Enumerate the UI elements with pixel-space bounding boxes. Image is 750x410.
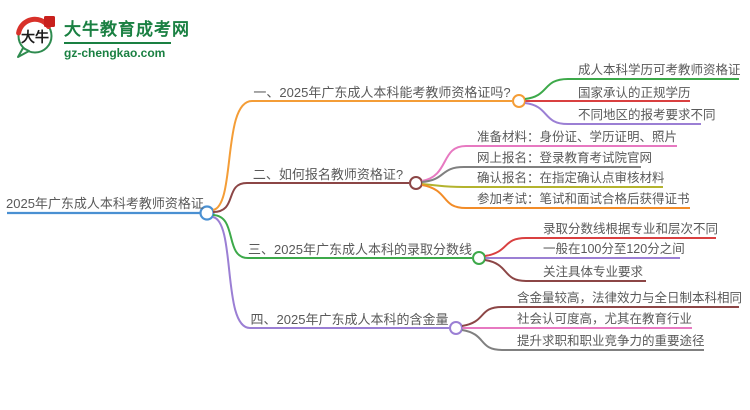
branch-2-child-2[interactable]: 网上报名：登录教育考试院官网 — [477, 151, 653, 165]
logo-seal-icon — [44, 16, 55, 27]
branch-1-child-1-line — [524, 78, 739, 100]
branch-1-child-1[interactable]: 成人本科学历可考教师资格证 — [578, 63, 741, 77]
brand-title: 大牛教育成考网 — [64, 20, 190, 39]
branch-1-child-3[interactable]: 不同地区的报考要求不同 — [578, 108, 716, 122]
root-topic[interactable]: 2025年广东成人本科考教师资格证 — [6, 196, 204, 211]
branch-2-child-3[interactable]: 确认报名：在指定确认点审核材料 — [477, 171, 665, 185]
branch-2-line — [212, 182, 409, 213]
branch-4-circle[interactable] — [449, 321, 463, 335]
branch-2-child-2-line — [421, 166, 641, 183]
brand-domain: gz-chengkao.com — [64, 46, 166, 60]
branch-3-child-2[interactable]: 一般在100分至120分之间 — [543, 242, 685, 256]
branch-4-child-3-line — [461, 329, 704, 351]
branch-3-circle[interactable] — [472, 251, 486, 265]
branch-1-circle[interactable] — [512, 94, 526, 108]
branch-2-circle[interactable] — [409, 176, 423, 190]
branch-1-child-2[interactable]: 国家承认的正规学历 — [578, 86, 691, 100]
site-logo[interactable]: 大牛 大牛教育成考网 gz-chengkao.com — [12, 10, 190, 61]
branch-3-child-1[interactable]: 录取分数线根据专业和层次不同 — [543, 222, 719, 236]
branch-4-child-3[interactable]: 提升求职和职业竞争力的重要途径 — [517, 334, 705, 348]
branch-3-title[interactable]: 三、2025年广东成人本科的录取分数线 — [248, 242, 472, 257]
branch-4-child-1-line — [461, 306, 739, 327]
branch-3-child-3[interactable]: 关注具体专业要求 — [543, 265, 644, 279]
brand-divider — [64, 42, 171, 44]
branch-2-child-1[interactable]: 准备材料：身份证、学历证明、照片 — [477, 130, 678, 144]
branch-3-line — [212, 214, 472, 259]
branch-2-child-3-line — [421, 183, 663, 188]
branch-2-child-4-line — [421, 184, 690, 209]
branch-4-child-2[interactable]: 社会认可度高，尤其在教育行业 — [517, 312, 693, 326]
branch-4-line — [212, 216, 449, 329]
branch-3-child-3-line — [484, 259, 646, 282]
branch-1-line — [212, 100, 512, 211]
logo-mark-text: 大牛 — [21, 29, 49, 45]
root-node-circle[interactable] — [199, 205, 215, 221]
logo-bull-bubble-icon: 大牛 — [16, 16, 55, 58]
branch-4-title[interactable]: 四、2025年广东成人本科的含金量 — [250, 312, 449, 327]
branch-4-child-1[interactable]: 含金量较高，法律效力与全日制本科相同 — [517, 291, 743, 305]
branch-2-child-1-line — [421, 145, 677, 182]
branch-3-child-1-line — [484, 237, 716, 257]
branch-2-title[interactable]: 二、如何报名教师资格证? — [252, 167, 404, 182]
branch-1-child-3-line — [524, 102, 701, 125]
branch-2-child-4[interactable]: 参加考试：笔试和面试合格后获得证书 — [477, 192, 690, 206]
branch-1-title[interactable]: 一、2025年广东成人本科能考教师资格证吗? — [253, 85, 511, 100]
